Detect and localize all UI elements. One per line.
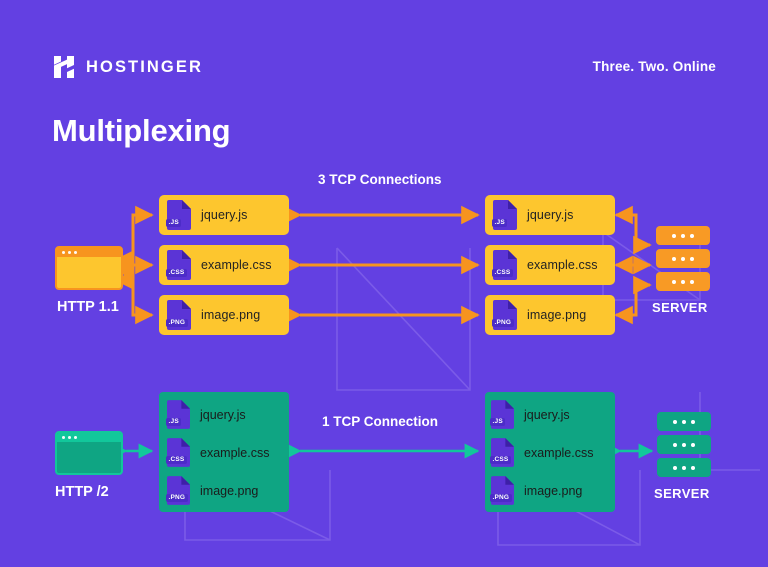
file-ext-badge: .JS (166, 417, 182, 426)
panel-file-row[interactable]: .PNG image.png (166, 476, 259, 505)
http2-right-multiplex-panel[interactable]: .JS jquery.js .CSS example.css .PNG (485, 392, 615, 512)
file-name: example.css (527, 258, 598, 272)
server-unit (656, 249, 710, 268)
file-png-icon: .PNG (166, 476, 190, 505)
file-ext-badge: .CSS (166, 455, 187, 464)
file-name: example.css (200, 445, 270, 460)
http11-left-file-card[interactable]: .CSS example.css (159, 245, 289, 285)
file-js-icon: .JS (490, 400, 514, 429)
browser-dot (68, 436, 71, 439)
file-name: jquery.js (201, 208, 248, 222)
browser-dot (74, 436, 77, 439)
file-ext-badge: .JS (490, 417, 506, 426)
http2-server-stack-icon (657, 412, 711, 477)
file-css-icon: .CSS (492, 250, 517, 280)
file-png-icon: .PNG (490, 476, 514, 505)
server-dot (691, 442, 695, 447)
server-dot (682, 442, 686, 447)
server-unit (657, 412, 711, 431)
file-js-icon: .JS (166, 200, 191, 230)
file-js-icon: .JS (492, 200, 517, 230)
browser-titlebar (57, 433, 121, 442)
server-dot (682, 419, 686, 424)
file-ext-badge: .PNG (166, 493, 188, 502)
http11-left-file-card[interactable]: .JS jquery.js (159, 195, 289, 235)
file-js-icon: .JS (166, 400, 190, 429)
http2-client-browser-icon (55, 431, 123, 475)
file-css-icon: .CSS (166, 250, 191, 280)
http11-connection-label: 3 TCP Connections (318, 172, 442, 187)
file-css-icon: .CSS (166, 438, 190, 467)
file-ext-badge: .JS (492, 218, 508, 227)
file-name: example.css (201, 258, 272, 272)
file-ext-badge: .CSS (490, 455, 511, 464)
file-name: example.css (524, 445, 594, 460)
http11-server-stack-icon (656, 226, 710, 291)
server-dot (672, 256, 676, 261)
http2-connection-label: 1 TCP Connection (322, 414, 439, 429)
brand-name: HOSTINGER (86, 57, 203, 76)
server-dot (673, 465, 677, 470)
file-png-icon: .PNG (166, 300, 191, 330)
server-dot (681, 256, 685, 261)
file-css-icon: .CSS (490, 438, 514, 467)
file-ext-badge: .CSS (492, 268, 513, 277)
server-dot (681, 233, 685, 238)
server-dot (690, 233, 694, 238)
server-dot (672, 233, 676, 238)
file-name: jquery.js (527, 208, 574, 222)
server-dot (673, 442, 677, 447)
server-dot (672, 279, 676, 284)
http2-client-label: HTTP /2 (55, 484, 109, 500)
file-name: image.png (524, 483, 583, 498)
browser-dot (74, 251, 77, 254)
http11-client-browser-icon (55, 246, 123, 290)
http11-right-file-card[interactable]: .PNG image.png (485, 295, 615, 335)
file-name: image.png (527, 308, 587, 322)
browser-dot (62, 251, 65, 254)
browser-titlebar (57, 248, 121, 257)
server-dot (690, 279, 694, 284)
http11-left-file-card[interactable]: .PNG image.png (159, 295, 289, 335)
hostinger-h-logo-icon (54, 56, 74, 78)
http2-left-multiplex-panel[interactable]: .JS jquery.js .CSS example.css .PNG (159, 392, 289, 512)
panel-file-row[interactable]: .JS jquery.js (166, 400, 246, 429)
server-dot (682, 465, 686, 470)
tagline: Three. Two. Online (592, 59, 716, 74)
server-unit (657, 458, 711, 477)
panel-file-row[interactable]: .CSS example.css (490, 438, 594, 467)
http2-server-label: SERVER (654, 486, 710, 501)
panel-file-row[interactable]: .CSS example.css (166, 438, 270, 467)
server-unit (656, 272, 710, 291)
http11-client-label: HTTP 1.1 (57, 299, 119, 315)
browser-dot (62, 436, 65, 439)
file-name: image.png (201, 308, 261, 322)
server-dot (691, 465, 695, 470)
file-ext-badge: .CSS (166, 268, 187, 277)
file-name: jquery.js (200, 407, 246, 422)
file-ext-badge: .PNG (492, 318, 514, 327)
server-unit (657, 435, 711, 454)
server-dot (691, 419, 695, 424)
panel-file-row[interactable]: .PNG image.png (490, 476, 583, 505)
file-ext-badge: .JS (166, 218, 182, 227)
browser-dot (68, 251, 71, 254)
server-unit (656, 226, 710, 245)
http11-right-file-card[interactable]: .CSS example.css (485, 245, 615, 285)
http11-right-file-card[interactable]: .JS jquery.js (485, 195, 615, 235)
page-title: Multiplexing (52, 113, 231, 148)
file-ext-badge: .PNG (490, 493, 512, 502)
panel-file-row[interactable]: .JS jquery.js (490, 400, 570, 429)
http11-server-label: SERVER (652, 300, 708, 315)
server-dot (673, 419, 677, 424)
file-name: image.png (200, 483, 259, 498)
brand-logo: HOSTINGER (52, 54, 203, 80)
server-dot (690, 256, 694, 261)
file-name: jquery.js (524, 407, 570, 422)
server-dot (681, 279, 685, 284)
file-png-icon: .PNG (492, 300, 517, 330)
http2-connector-lines (112, 443, 654, 459)
file-ext-badge: .PNG (166, 318, 188, 327)
